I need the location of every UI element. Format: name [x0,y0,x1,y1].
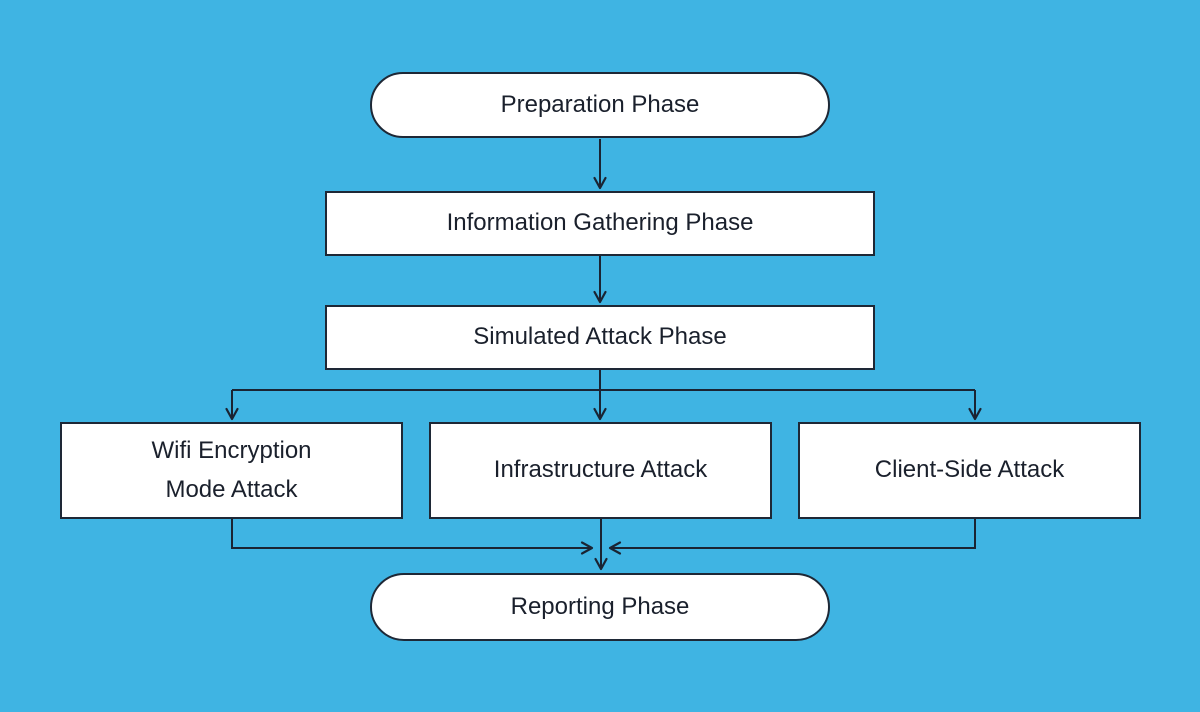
node-wifi-encryption-mode-attack: Wifi Encryption Mode Attack [60,422,403,519]
node-client-side-attack: Client-Side Attack [798,422,1141,519]
node-label-reporting-phase: Reporting Phase [510,592,690,620]
node-infrastructure-attack: Infrastructure Attack [429,422,772,519]
node-label-wifi-encryption-mode-attack: Wifi Encryption Mode Attack [151,437,312,503]
node-label-preparation-phase: Preparation Phase [500,90,700,118]
edge-branch-spine [232,370,975,391]
node-label-simulated-attack-phase: Simulated Attack Phase [473,323,727,351]
node-simulated-attack-phase: Simulated Attack Phase [325,305,875,370]
edge-client-side-to-reporting [608,519,976,555]
node-reporting-phase: Reporting Phase [370,573,830,641]
node-label-client-side-attack: Client-Side Attack [874,456,1065,484]
node-information-gathering-phase: Information Gathering Phase [325,191,875,256]
node-preparation-phase: Preparation Phase [370,72,830,138]
edge-wifi-to-reporting [231,519,594,555]
node-label-information-gathering-phase: Information Gathering Phase [446,209,754,237]
node-label-infrastructure-attack: Infrastructure Attack [493,456,708,484]
